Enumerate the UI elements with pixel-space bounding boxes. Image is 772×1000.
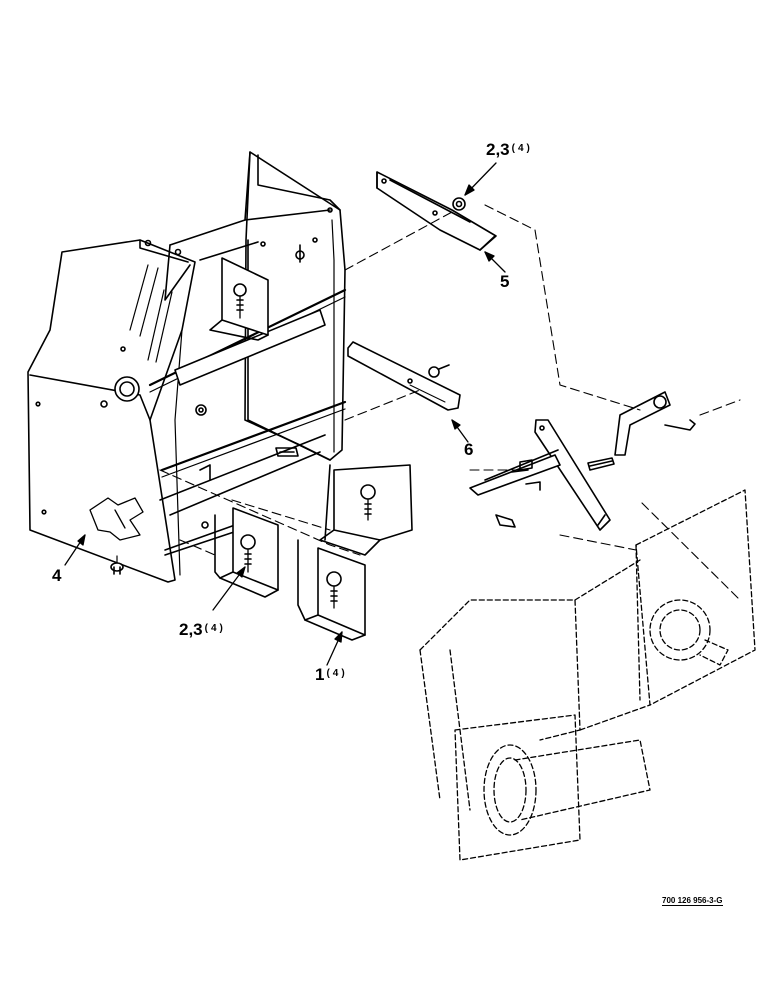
callout-5: 5 [500, 272, 509, 292]
linkage-assembly [469, 391, 696, 531]
callout-6: 6 [464, 440, 473, 460]
callout-number: 4 [52, 566, 62, 585]
main-frame [148, 151, 347, 556]
callout-number: 2,3 [486, 140, 510, 159]
callout-4: 4 [52, 566, 61, 586]
callout-2-3-bottom: 2,3(4) [179, 620, 226, 640]
angle-bracket-part-5 [376, 171, 497, 251]
callout-quantity: (4) [511, 143, 533, 154]
upper-inner-bracket [209, 257, 269, 341]
callout-number: 1 [315, 665, 325, 684]
callout-number: 5 [500, 272, 510, 291]
callout-number: 2,3 [179, 620, 203, 639]
flat-strap-part-6 [347, 341, 461, 411]
leader-lines [64, 162, 506, 666]
nut-below-shield [110, 555, 124, 575]
drawing-number: 700 126 956-3-G [662, 896, 723, 906]
side-shield-part-4 [27, 239, 196, 583]
callout-number: 6 [464, 440, 474, 459]
callout-quantity: (4) [204, 623, 226, 634]
callout-1: 1(4) [315, 665, 348, 685]
callout-quantity: (4) [326, 668, 348, 679]
assembly-lines [159, 204, 741, 601]
bracket-part-1-right [319, 464, 413, 556]
bracket-part-1-lower [297, 539, 366, 641]
gearbox-housing [419, 489, 756, 861]
bracket-part-1-left [214, 507, 279, 598]
callout-2-3-top: 2,3(4) [486, 140, 533, 160]
